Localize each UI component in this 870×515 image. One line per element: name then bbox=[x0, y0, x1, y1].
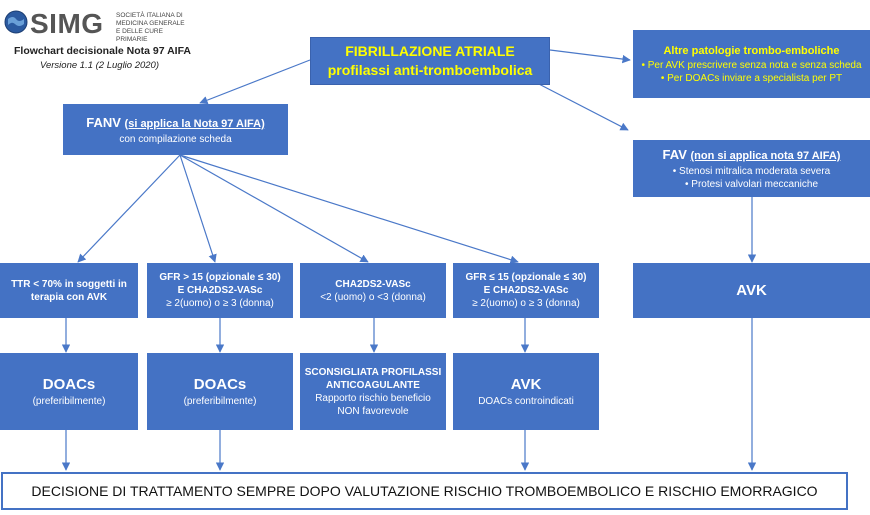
outcome-doacs-1: DOACs (preferibilmente) bbox=[0, 353, 138, 430]
arrow-fanv-to-c2 bbox=[179, 154, 217, 263]
fanv-box: FANV (si applica la Nota 97 AIFA) con co… bbox=[63, 104, 288, 155]
doc-version: Versione 1.1 (2 Luglio 2020) bbox=[40, 60, 160, 71]
main-atrial-fibrillation-box: FIBRILLAZIONE ATRIALE profilassi anti-tr… bbox=[310, 37, 550, 85]
criteria-box-gfr-high: GFR > 15 (opzionale ≤ 30) E CHA2DS2-VASc… bbox=[147, 263, 293, 318]
globe-icon bbox=[4, 10, 28, 34]
arrow-fanv-to-c3 bbox=[179, 154, 369, 263]
outcome-not-recommended: SCONSIGLIATA PROFILASSI ANTICOAGULANTE R… bbox=[300, 353, 446, 430]
doc-subtitle: Flowchart decisionale Nota 97 AIFA bbox=[14, 45, 191, 57]
logo-text: SIMG bbox=[30, 8, 104, 39]
arrow-main-to-fanv bbox=[199, 59, 311, 105]
avk-right-box: AVK bbox=[633, 263, 870, 318]
outcome-doacs-2: DOACs (preferibilmente) bbox=[147, 353, 293, 430]
fav-box: FAV (non si applica nota 97 AIFA) • Sten… bbox=[633, 140, 870, 197]
criteria-box-low-score: CHA2DS2-VASc <2 (uomo) o <3 (donna) bbox=[300, 263, 446, 318]
other-pathologies-box: Altre patologie trombo-emboliche • Per A… bbox=[633, 30, 870, 98]
arrow-fanv-to-c1 bbox=[77, 154, 181, 263]
simg-logo: SIMG SOCIETÀ ITALIANA DI MEDICINA GENERA… bbox=[4, 6, 219, 76]
criteria-box-gfr-low: GFR ≤ 15 (opzionale ≤ 30) E CHA2DS2-VASc… bbox=[453, 263, 599, 318]
arrow-main-to-other bbox=[549, 49, 631, 64]
decision-footer: DECISIONE DI TRATTAMENTO SEMPRE DOPO VAL… bbox=[1, 472, 848, 510]
arrow-main-to-fav bbox=[534, 81, 629, 131]
outcome-avk: AVK DOACs controindicati bbox=[453, 353, 599, 430]
arrow-fanv-to-c4 bbox=[179, 154, 519, 264]
logo-subtext: SOCIETÀ ITALIANA DI MEDICINA GENERALE E … bbox=[116, 12, 185, 43]
criteria-box-ttr: TTR < 70% in soggetti in terapia con AVK bbox=[0, 263, 138, 318]
